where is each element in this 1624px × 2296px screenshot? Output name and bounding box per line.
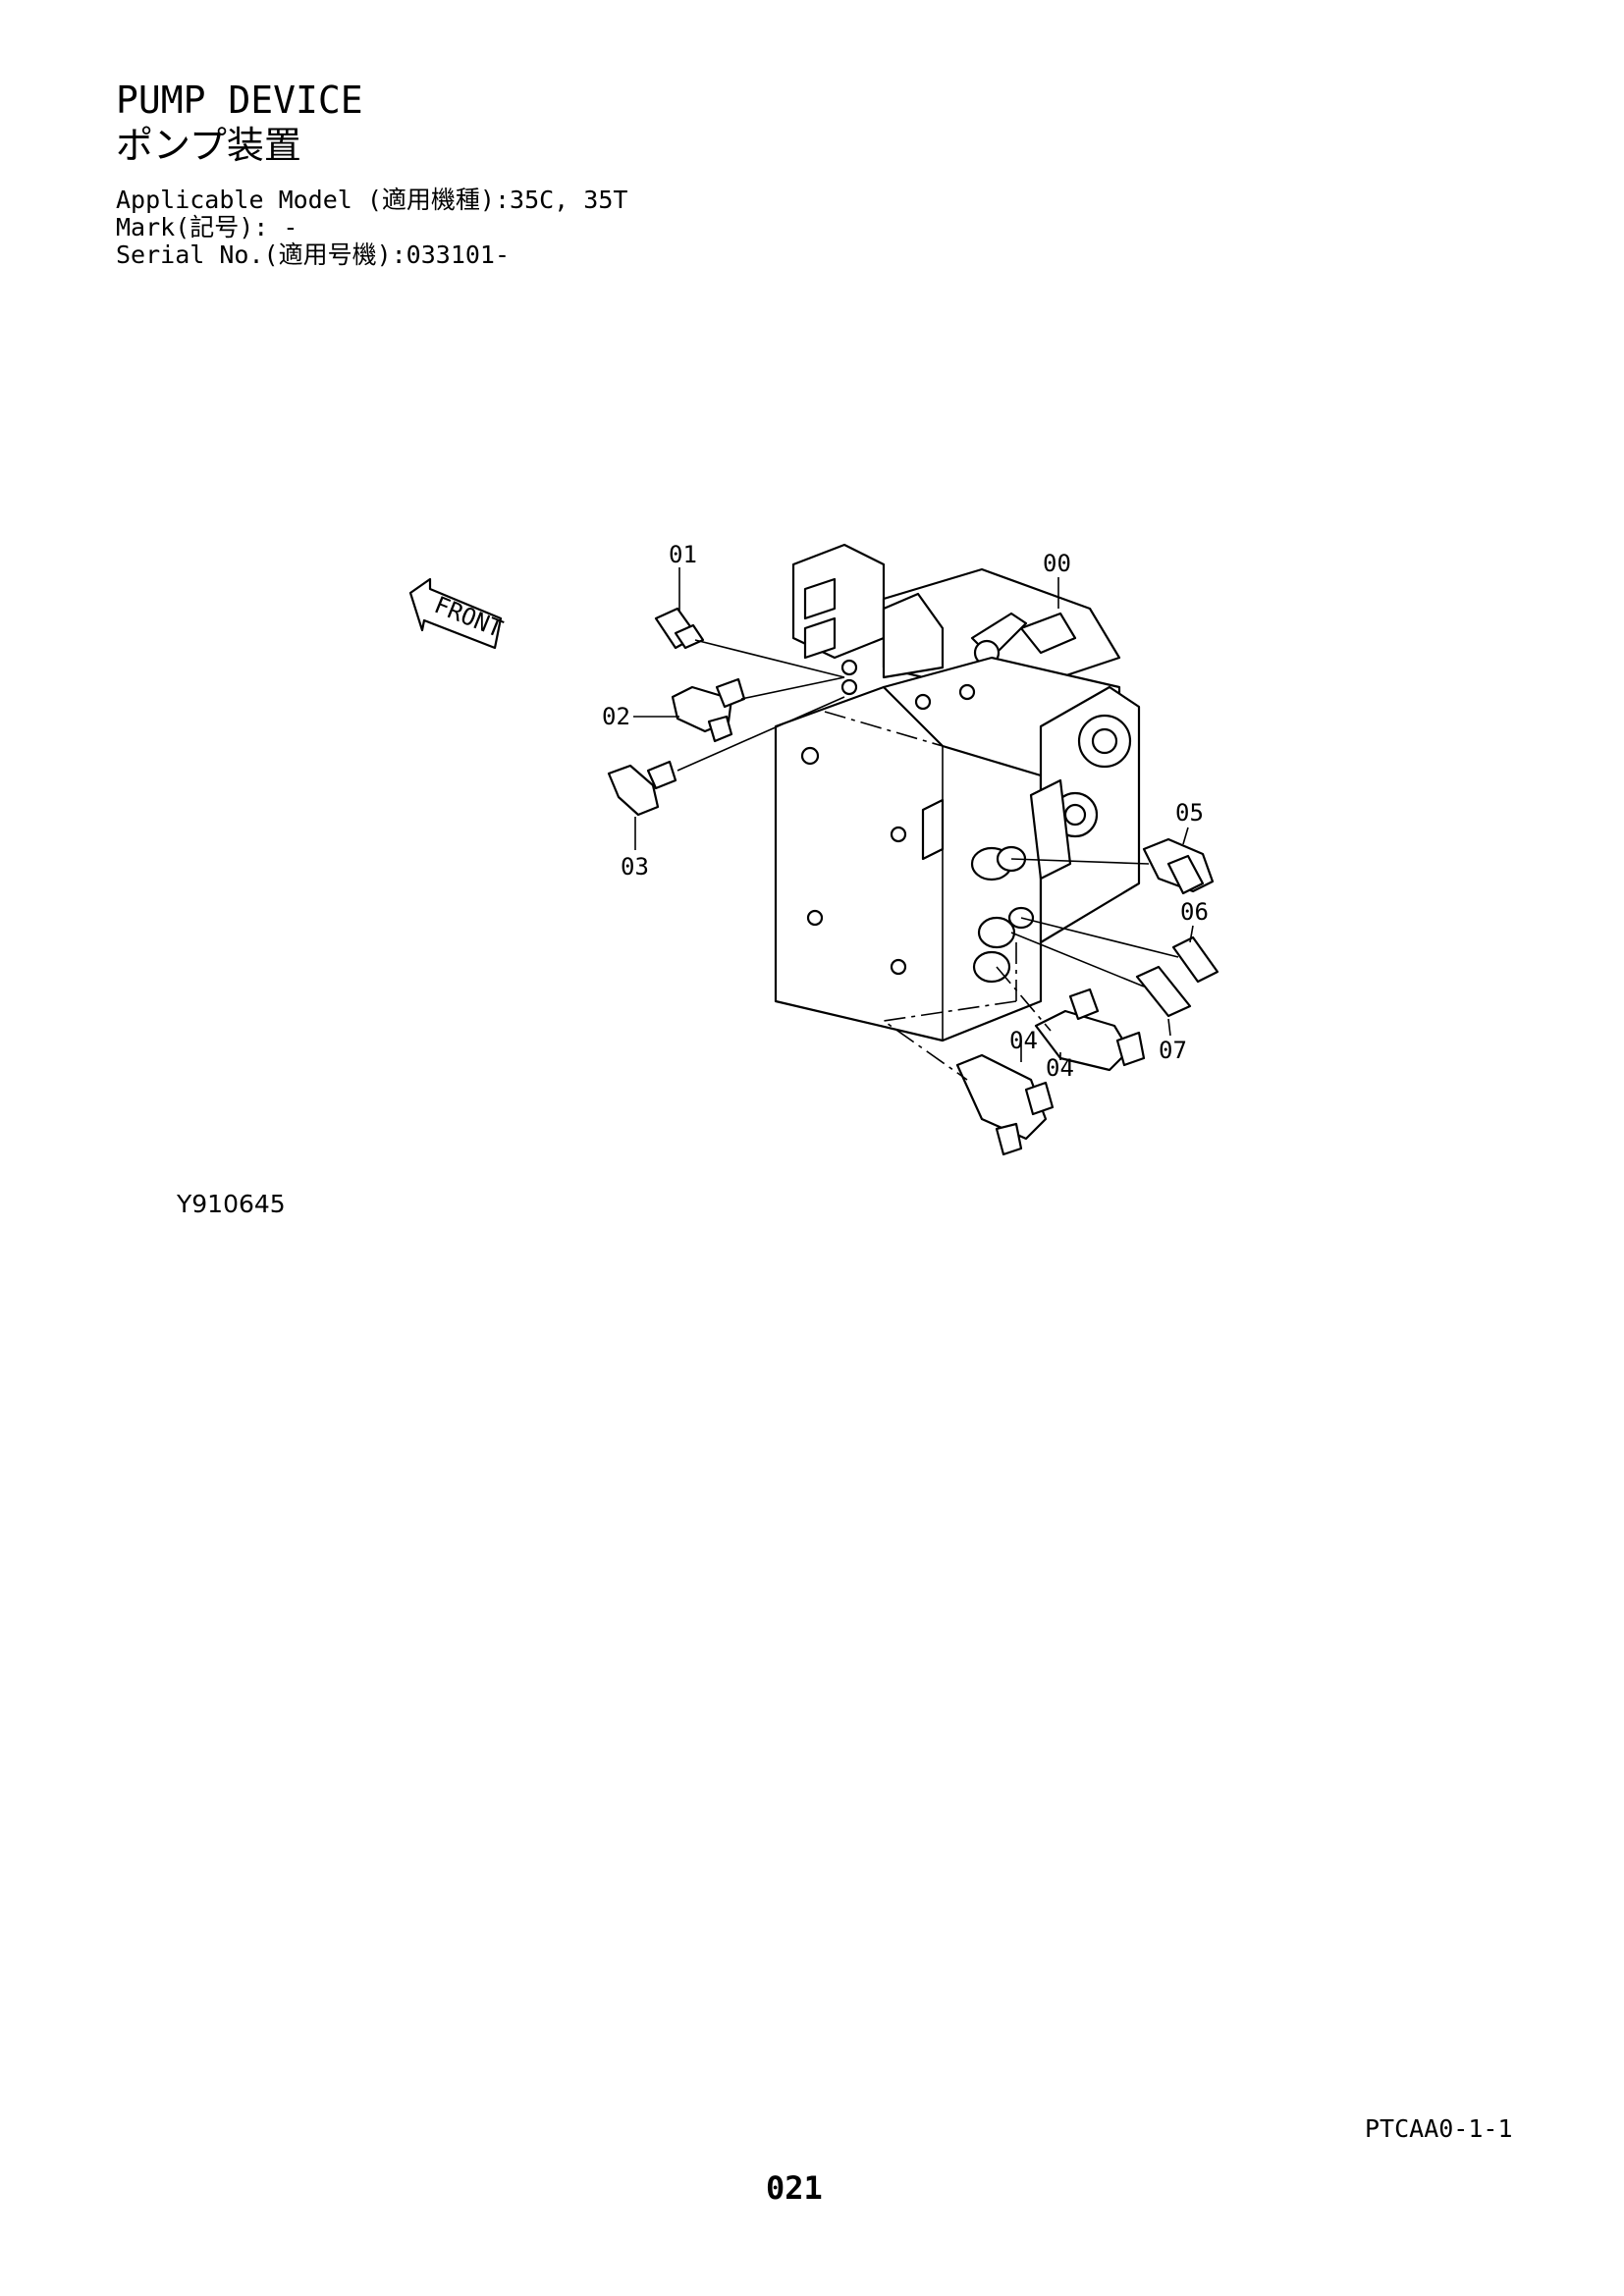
figure-id: Y910645 <box>177 1190 286 1218</box>
part-06-adapter <box>1171 935 1219 984</box>
callout-03: 03 <box>621 853 649 881</box>
callout-06: 06 <box>1180 898 1209 926</box>
page-subtitle-japanese: ポンプ装置 <box>116 124 301 167</box>
callout-04a: 04 <box>1009 1027 1038 1054</box>
page-title: PUMP DEVICE <box>116 79 363 122</box>
part-05-elbow <box>1142 837 1215 895</box>
callout-02: 02 <box>602 703 630 730</box>
callout-01: 01 <box>669 541 697 568</box>
applicable-model: Applicable Model (適用機種):35C, 35T <box>116 186 628 214</box>
part-04-tee-lower <box>955 1053 1055 1156</box>
page-number: 021 <box>766 2169 823 2207</box>
callout-leaders <box>633 567 1194 1062</box>
front-arrow-icon: FRONT <box>408 577 507 650</box>
callout-07: 07 <box>1159 1037 1187 1064</box>
page-reference: PTCAA0-1-1 <box>1365 2114 1513 2143</box>
part-04-tee-upper <box>1034 988 1146 1072</box>
callout-00: 00 <box>1043 550 1071 577</box>
callout-05: 05 <box>1175 799 1204 827</box>
part-03-elbow <box>607 760 677 817</box>
serial-number: Serial No.(適用号機):033101- <box>116 240 511 269</box>
assembly-lines <box>677 639 1179 1081</box>
mark: Mark(記号): - <box>116 213 298 241</box>
pump-body <box>774 543 1141 1042</box>
part-07-adapter <box>1135 965 1192 1018</box>
callout-04b: 04 <box>1046 1054 1074 1082</box>
part-01-fitting <box>654 607 705 650</box>
part-02-tee <box>671 677 746 743</box>
